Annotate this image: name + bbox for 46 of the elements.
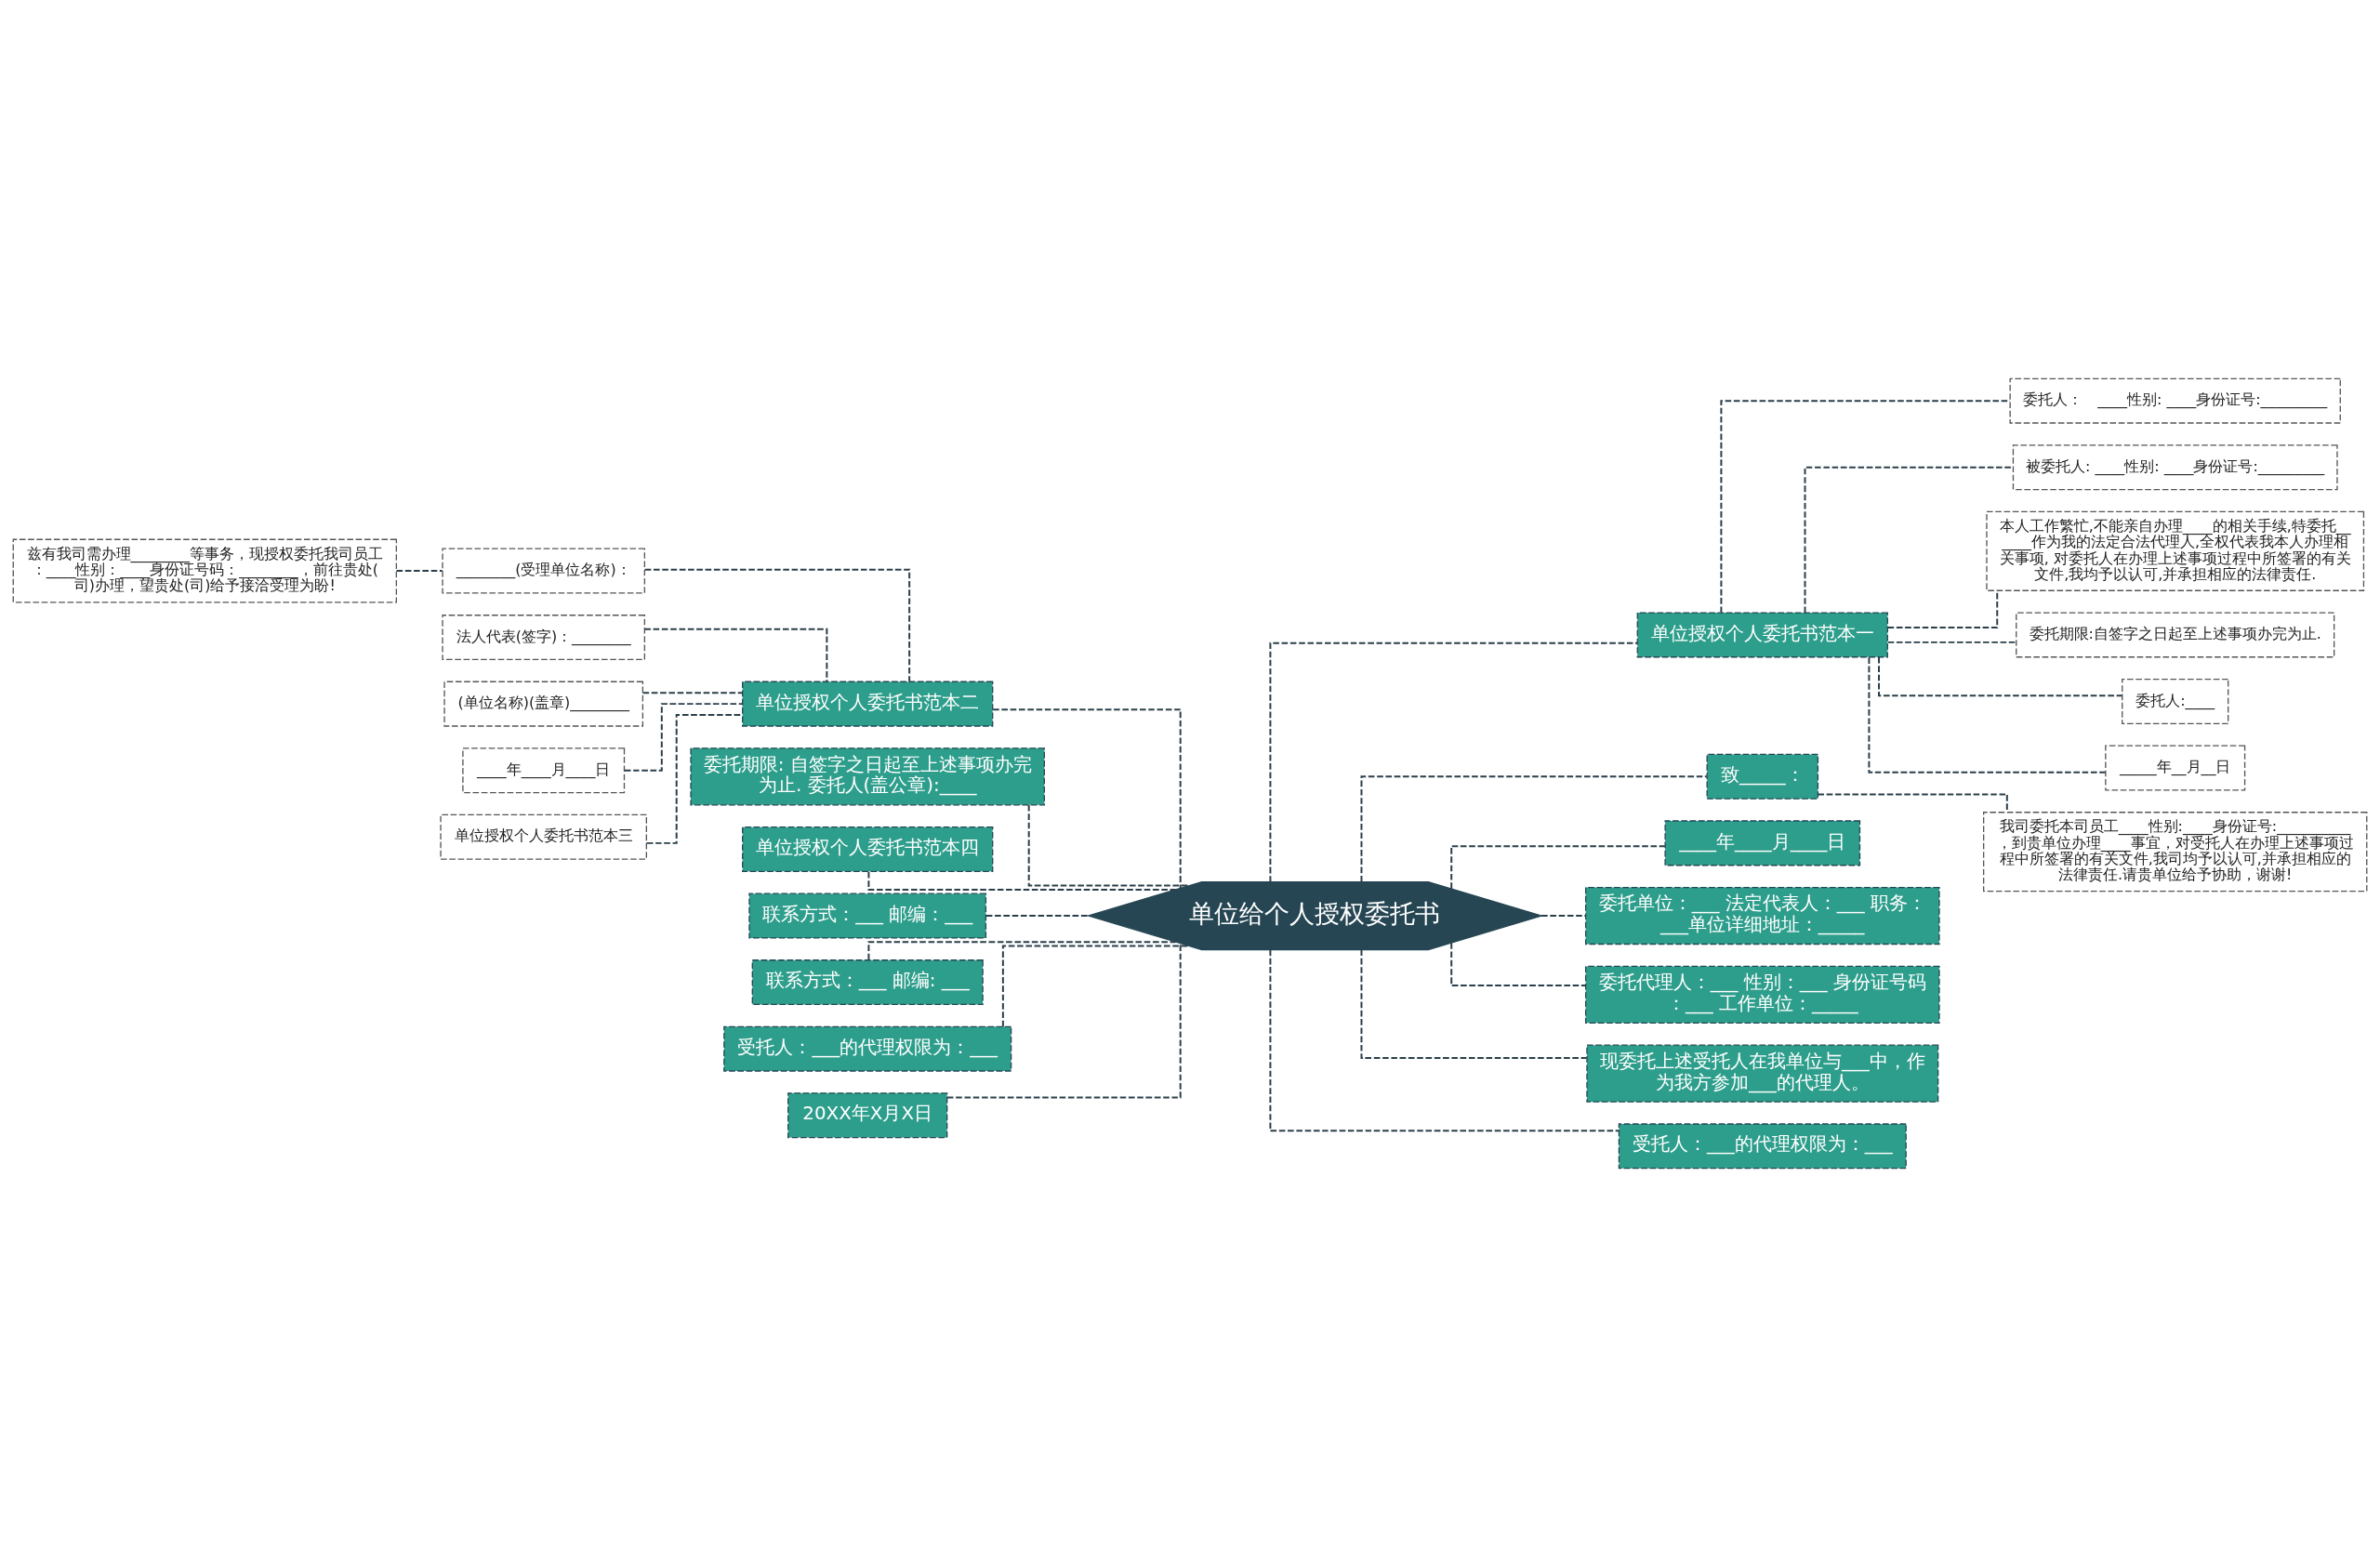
node-box: 本人工作繁忙,不能亲自办理____的相关手续,特委托______作为我的法定合法代理人,全权代表我本人办理相关事项, 对委托人在办理上述事项过程中所签署的有关文件,我均予以认可,并承担相应的法律责任. (1986, 510, 2365, 591)
node-box: 委托人:____ (2122, 678, 2229, 724)
connector (1001, 945, 1190, 1028)
connector (1868, 656, 2107, 774)
connector (1360, 948, 1588, 1060)
connector (1360, 775, 1708, 883)
connector (1886, 641, 2017, 643)
connector (992, 708, 1182, 890)
node-box: 单位授权个人委托书范本四 (742, 826, 994, 872)
connector (1269, 948, 1620, 1132)
node-box: 兹有我司需办理________等事务，现授权委托我司员工：____性别：____身份证号码：________，前往贵处(司)办理，望贵处(司)给予接洽受理为盼! (12, 538, 397, 603)
node-box: 法人代表(签字)：________ (442, 615, 646, 661)
node-box: _____年__月__日 (2105, 745, 2246, 791)
node-box: ____年____月____日 (1664, 820, 1861, 866)
node-box: 受托人：___的代理权限为：___ (1618, 1123, 1907, 1170)
connector (1878, 655, 2123, 697)
node-box: 联系方式：___ 邮编: ___ (751, 959, 984, 1006)
connector (985, 915, 1090, 918)
node-box: ________(受理单位名称)： (442, 548, 646, 594)
node-box: 受托人：___的代理权限为：___ (723, 1025, 1012, 1072)
node-box: 单位授权个人委托书范本一 (1636, 612, 1888, 658)
node-box: ____年____月____日 (462, 747, 626, 794)
connector (946, 942, 1182, 1099)
connector (643, 628, 828, 682)
node-box: (单位名称)(盖章)________ (443, 681, 644, 727)
connector (395, 570, 443, 572)
node-box: 20XX年X月X日 (787, 1092, 948, 1139)
node-box: 我司委托本司员工____性别:____身份证号:__________，到贵单位办理____事宜，对受托人在办理上述事项过程中所签署的有关文件,我司均予以认可,并承担相应的法律责任.请贵单位给予协助，谢谢! (1983, 812, 2368, 892)
connector (1450, 942, 1587, 986)
node-box: 现委托上述受托人在我单位与___中，作为我方参加___的代理人。 (1586, 1044, 1939, 1103)
connector (1450, 845, 1666, 890)
connector (1540, 915, 1587, 918)
connector (1269, 641, 1639, 883)
connector (641, 692, 744, 694)
connector (623, 703, 744, 772)
node-box: 委托期限:自签字之日起至上述事项办完为止. (2016, 612, 2335, 658)
node-box: 委托代理人：___ 性别：___ 身份证号码：___ 工作单位：_____ (1584, 965, 1940, 1024)
node-box: 委托人： ____性别: ____身份证号:_________ (2009, 377, 2341, 424)
node-box: 单位授权个人委托书范本三 (440, 813, 647, 860)
node-box: 委托期限: 自签字之日起至上述事项办完为止. 委托人(盖公章):____ (690, 747, 1046, 806)
node-box: 联系方式：___ 邮编：___ (748, 892, 987, 939)
node-box: 单位授权个人委托书范本二 (742, 681, 994, 727)
node-box: 委托单位：___ 法定代表人：___ 职务：___单位详细地址：_____ (1584, 886, 1940, 945)
node-box: 被委托人: ____性别: ____身份证号:_________ (2012, 444, 2338, 491)
node-box: 致_____： (1706, 753, 1819, 800)
connector (643, 568, 911, 682)
